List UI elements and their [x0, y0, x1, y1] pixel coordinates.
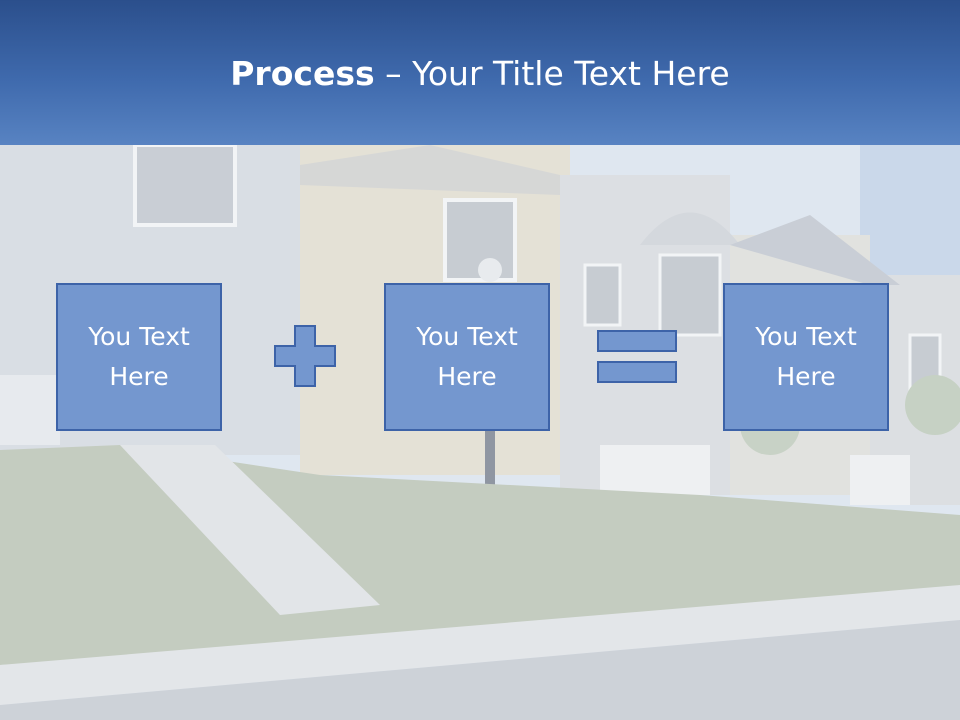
- process-box-3: You Text Here: [723, 283, 889, 431]
- process-box-3-text: You Text Here: [755, 322, 857, 391]
- process-box-2: You Text Here: [384, 283, 550, 431]
- equals-icon: [597, 330, 677, 383]
- plus-icon: [274, 325, 336, 387]
- background-photo: [0, 145, 960, 720]
- title-bold: Process: [230, 54, 375, 93]
- title-rest: – Your Title Text Here: [374, 54, 730, 93]
- title-bar: Process – Your Title Text Here: [0, 0, 960, 145]
- process-box-1-text: You Text Here: [88, 322, 190, 391]
- process-box-1: You Text Here: [56, 283, 222, 431]
- process-box-2-text: You Text Here: [416, 322, 518, 391]
- slide-title: Process – Your Title Text Here: [0, 52, 960, 96]
